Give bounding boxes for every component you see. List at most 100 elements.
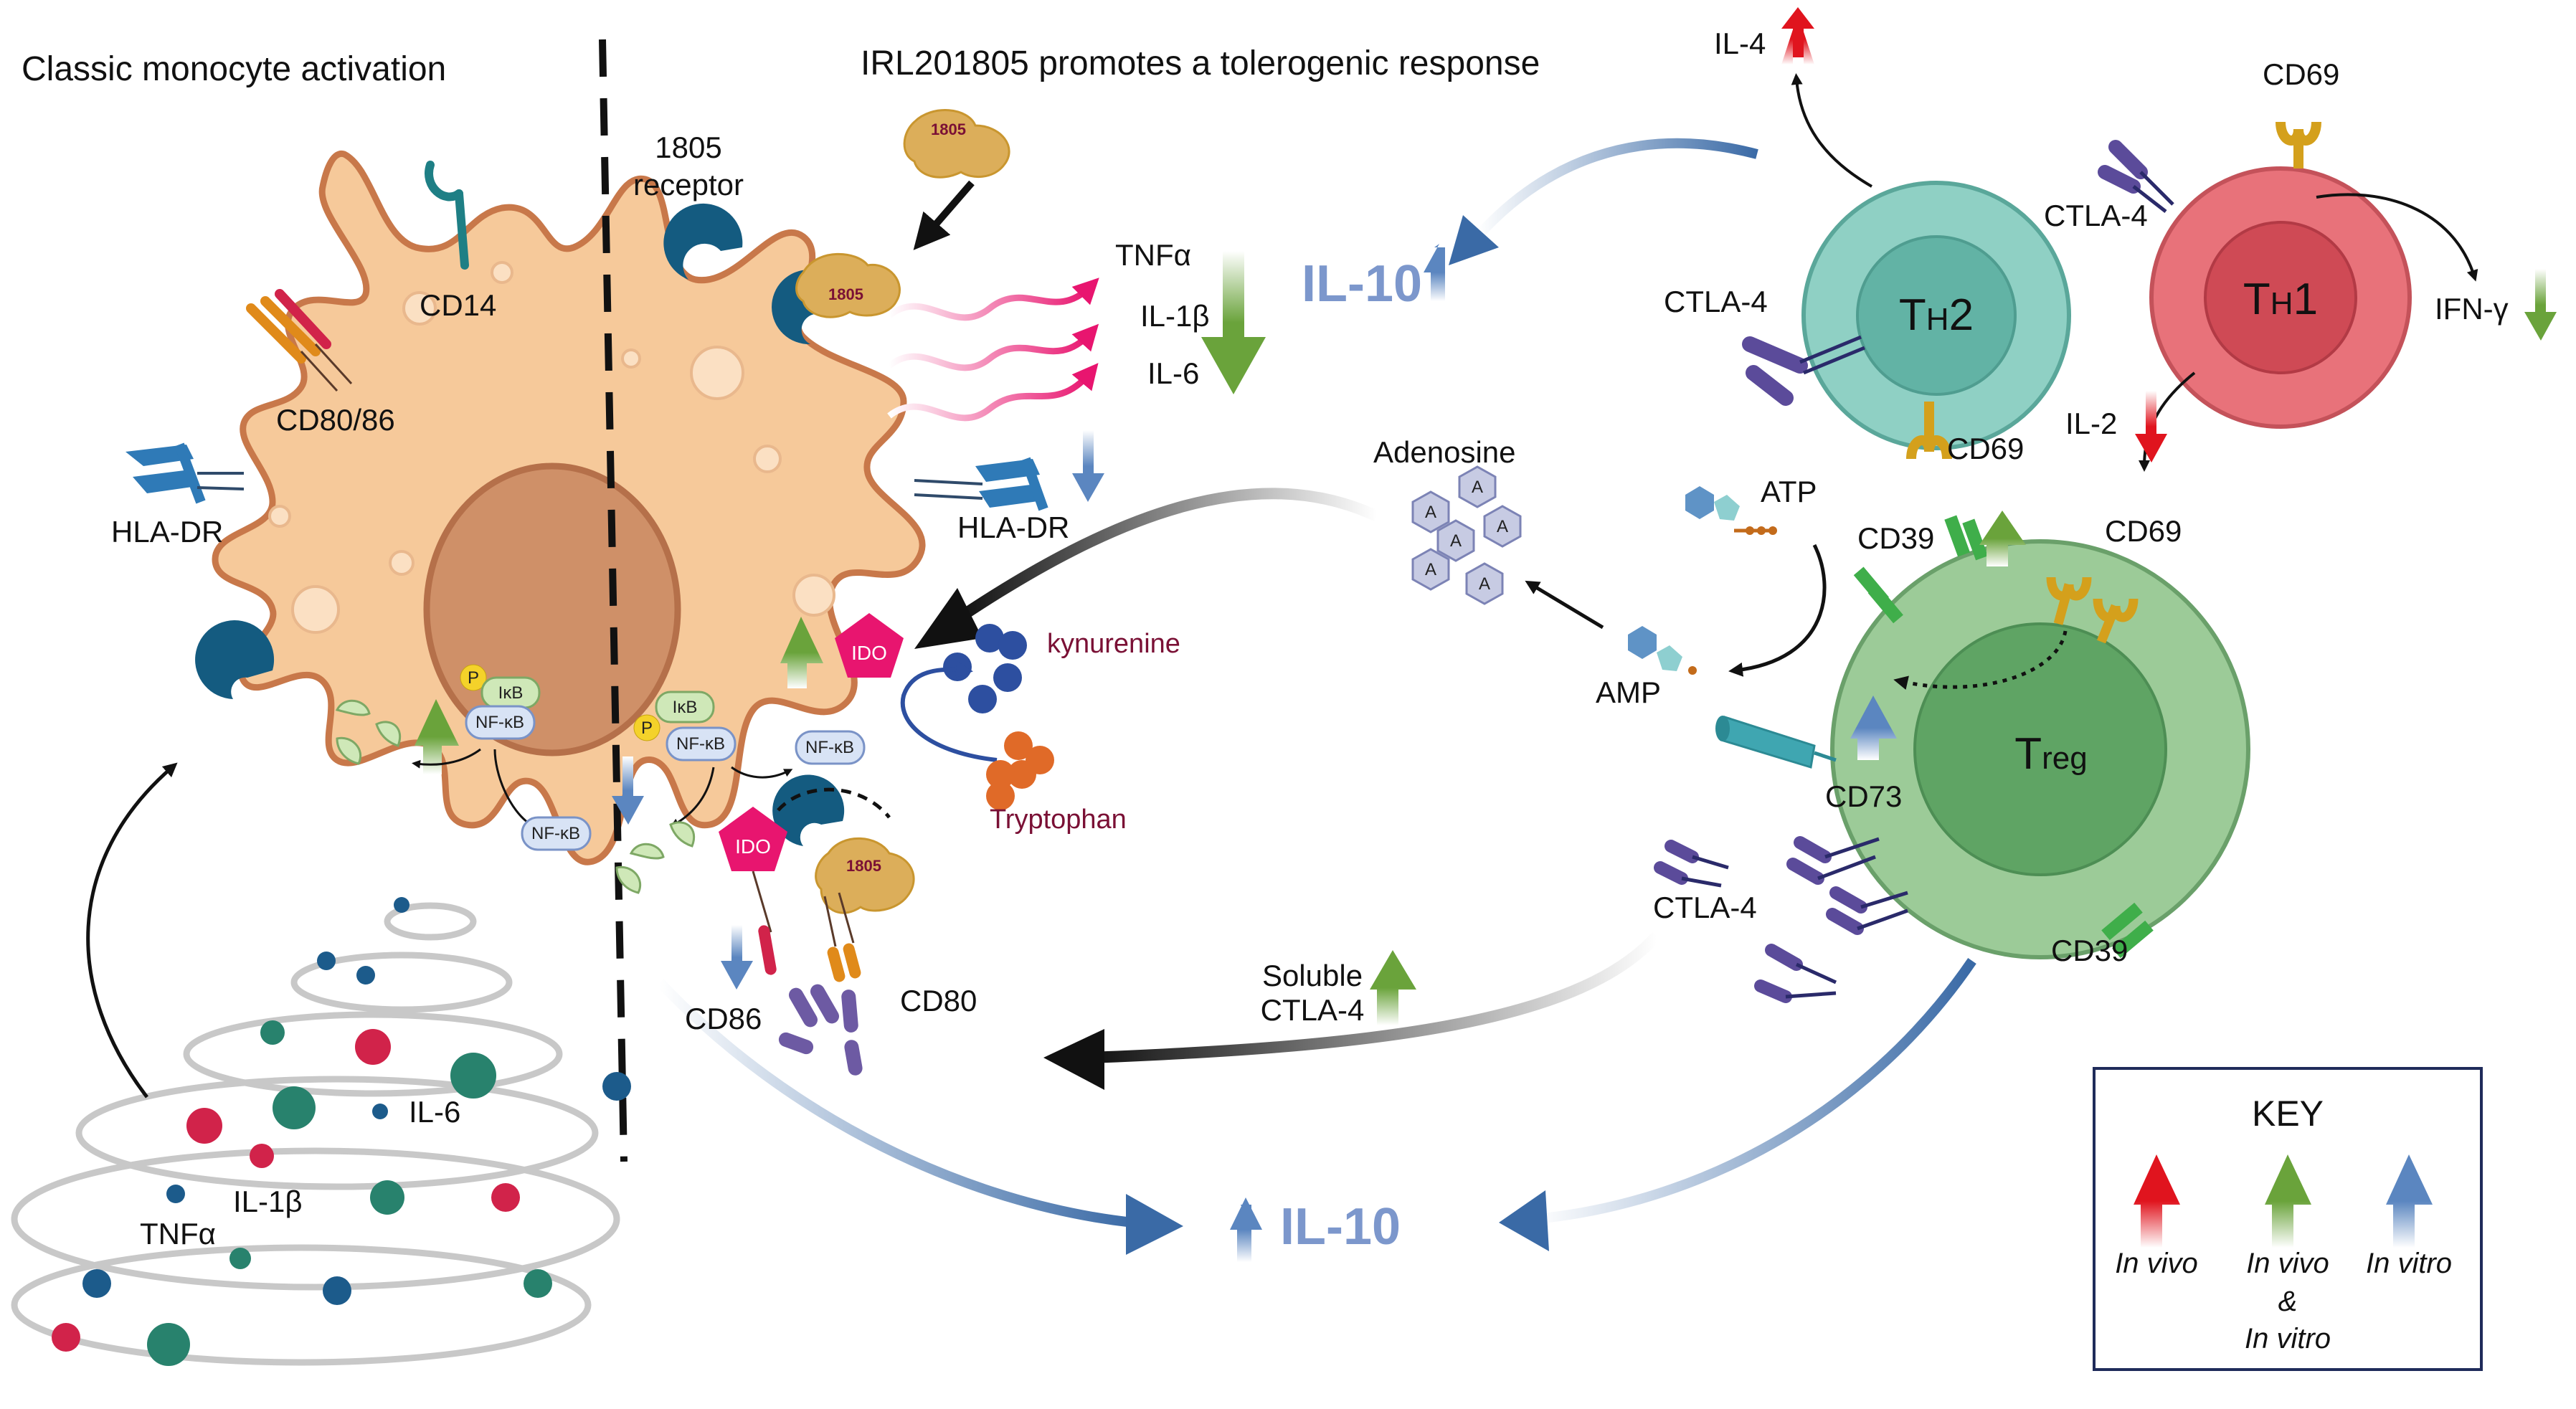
ido-bottom-icon: IDO bbox=[719, 807, 787, 871]
ctla4-treg-icons bbox=[1654, 836, 1908, 1003]
hla-dr-right-icon bbox=[914, 457, 1048, 511]
svg-text:A: A bbox=[1425, 560, 1436, 579]
arrow-down-hla-dr-vitro bbox=[1072, 430, 1104, 502]
dashed-1805-to-ido bbox=[777, 787, 891, 819]
cd86-icon bbox=[752, 870, 777, 975]
label-ctla4-th1: CTLA-4 bbox=[2044, 199, 2148, 232]
arrow-down-nfkb-right-vitro bbox=[612, 756, 644, 825]
1805-receptor-left-icon bbox=[195, 620, 275, 699]
svg-text:P: P bbox=[468, 668, 479, 688]
label-th2: TH2 bbox=[1899, 290, 1974, 340]
cytokine-spiral bbox=[11, 902, 620, 1366]
label-ctla4-th2: CTLA-4 bbox=[1664, 285, 1768, 318]
cd69-treg-icon bbox=[2046, 577, 2139, 644]
label-cd80: CD80 bbox=[900, 984, 977, 1017]
ikb-complex-right: P IκB NF-κB bbox=[633, 691, 737, 762]
arrow-cytokines-to-activation bbox=[86, 762, 178, 1099]
nfkb-nucleus-left-icon bbox=[521, 816, 592, 851]
svg-text:A: A bbox=[1450, 531, 1462, 551]
arrow-tryptophan-to-kynurenine bbox=[900, 660, 998, 762]
cd80-icon bbox=[778, 892, 863, 1076]
label-cd80-86: CD80/86 bbox=[276, 403, 395, 437]
arrowhead-adenosine bbox=[914, 588, 982, 649]
cd39-bottom-icon bbox=[2101, 902, 2154, 959]
amp-molecule-icon bbox=[1628, 626, 1697, 675]
label-hla-dr-right: HLA-DR bbox=[957, 511, 1069, 544]
arrow-soluble-ctla4 bbox=[1089, 931, 1661, 1063]
label-hla-dr-left: HLA-DR bbox=[111, 515, 223, 549]
label-1805-receptor-line1: 1805 bbox=[655, 131, 721, 164]
cd80-86-receptor-icon bbox=[246, 289, 353, 392]
ctla4-th2-icon bbox=[1742, 335, 1865, 406]
label-ifng: IFN-γ bbox=[2435, 292, 2509, 326]
arrow-up-cd39-both bbox=[1979, 511, 2026, 566]
label-il1b-top: IL-1β bbox=[1140, 299, 1210, 333]
ido-top-icon: IDO bbox=[835, 613, 904, 678]
cytokine-waves bbox=[887, 277, 1099, 422]
label-cd86: CD86 bbox=[685, 1002, 762, 1035]
arrow-th2-to-il4 bbox=[1791, 73, 1872, 188]
label-nfkb-nucleus-left: NF-κB bbox=[531, 824, 580, 843]
label-adenosine: Adenosine bbox=[1373, 435, 1516, 469]
legend-arrow-in-vitro bbox=[2386, 1154, 2433, 1248]
nfkb-right-icon bbox=[795, 730, 866, 765]
1805-molecule-bound-icon: 1805 bbox=[795, 252, 901, 318]
arrow-treg-to-il10 bbox=[1534, 958, 1976, 1224]
legend-key: KEY In vivo In vivo & In vitro In vitro bbox=[2093, 1067, 2483, 1371]
1805-receptor-top-icon bbox=[663, 203, 743, 280]
hla-dr-left-icon bbox=[126, 442, 245, 504]
divider-dashed-line bbox=[599, 39, 628, 1162]
arrow-nfkb-right bbox=[731, 766, 793, 779]
cd39-top-icon bbox=[1853, 515, 1989, 624]
legend-in-vivo: In vivo bbox=[2115, 1248, 2198, 1279]
arrow-nfkb-to-proteasome-left bbox=[412, 748, 481, 769]
svg-text:A: A bbox=[1497, 517, 1508, 536]
arrow-down-cd86-vitro bbox=[721, 925, 753, 990]
legend-title: KEY bbox=[2252, 1093, 2324, 1134]
svg-text:P: P bbox=[641, 718, 653, 738]
label-amp: AMP bbox=[1596, 675, 1661, 709]
tryptophan-molecules bbox=[986, 731, 1054, 810]
label-cd39-bottom: CD39 bbox=[2051, 934, 2128, 967]
1805-molecule-bottom-icon: 1805 bbox=[815, 837, 915, 914]
label-cd73: CD73 bbox=[1825, 779, 1902, 813]
label-cd39-top: CD39 bbox=[1857, 521, 1934, 555]
label-kynurenine: kynurenine bbox=[1047, 629, 1180, 659]
arrowhead-treg-il10 bbox=[1499, 1190, 1549, 1251]
legend-both-line1: In vivo bbox=[2246, 1248, 2329, 1279]
arrow-down-ifng-both bbox=[2524, 269, 2557, 341]
label-il10-bottom: IL-10 bbox=[1280, 1198, 1401, 1256]
arrow-up-nfkb-left-both bbox=[415, 699, 459, 774]
cd69-th2-icon bbox=[1906, 402, 1952, 460]
arrow-nfkb-nucleus-left bbox=[493, 749, 534, 827]
label-atp: ATP bbox=[1761, 475, 1817, 508]
svg-text:IκB: IκB bbox=[498, 683, 524, 703]
label-ctla4-treg: CTLA-4 bbox=[1653, 891, 1757, 924]
label-il10-top: IL-10 bbox=[1302, 255, 1422, 313]
arrow-1805-to-receptor bbox=[913, 180, 975, 250]
1805-receptor-bottom-icon bbox=[772, 774, 845, 846]
svg-text:1805: 1805 bbox=[931, 120, 966, 138]
svg-text:NF-κB: NF-κB bbox=[475, 713, 524, 732]
heading-tolerogenic-response: IRL201805 promotes a tolerogenic respons… bbox=[861, 44, 1540, 82]
svg-text:A: A bbox=[1425, 503, 1436, 522]
arrow-up-il4-vivo bbox=[1781, 14, 1814, 65]
arrow-up-cd73-vitro bbox=[1850, 696, 1897, 760]
label-tnfa-bottom: TNFα bbox=[140, 1217, 216, 1251]
arrowhead-monocyte-il10 bbox=[1126, 1194, 1183, 1255]
adenosine-hexagons: A A A A A A bbox=[1411, 465, 1522, 605]
arrow-head-il4-vivo bbox=[1781, 7, 1814, 57]
1805-molecule-free-icon: 1805 bbox=[903, 109, 1010, 179]
label-il4: IL-4 bbox=[1714, 27, 1766, 60]
treg-cell bbox=[1830, 539, 2250, 959]
label-cd69-th2: CD69 bbox=[1947, 432, 2024, 465]
arrow-atp-to-amp bbox=[1728, 544, 1827, 677]
label-il2: IL-2 bbox=[2065, 407, 2117, 440]
arrowhead-th2-il10 bbox=[1449, 215, 1499, 265]
arrow-up-il10-top bbox=[1424, 244, 1445, 301]
legend-arrow-in-vivo bbox=[2134, 1154, 2180, 1248]
arrow-up-il10-bottom bbox=[1230, 1197, 1262, 1262]
label-soluble-ctla4-line2: CTLA-4 bbox=[1261, 993, 1365, 1027]
svg-text:IDO: IDO bbox=[851, 642, 887, 664]
